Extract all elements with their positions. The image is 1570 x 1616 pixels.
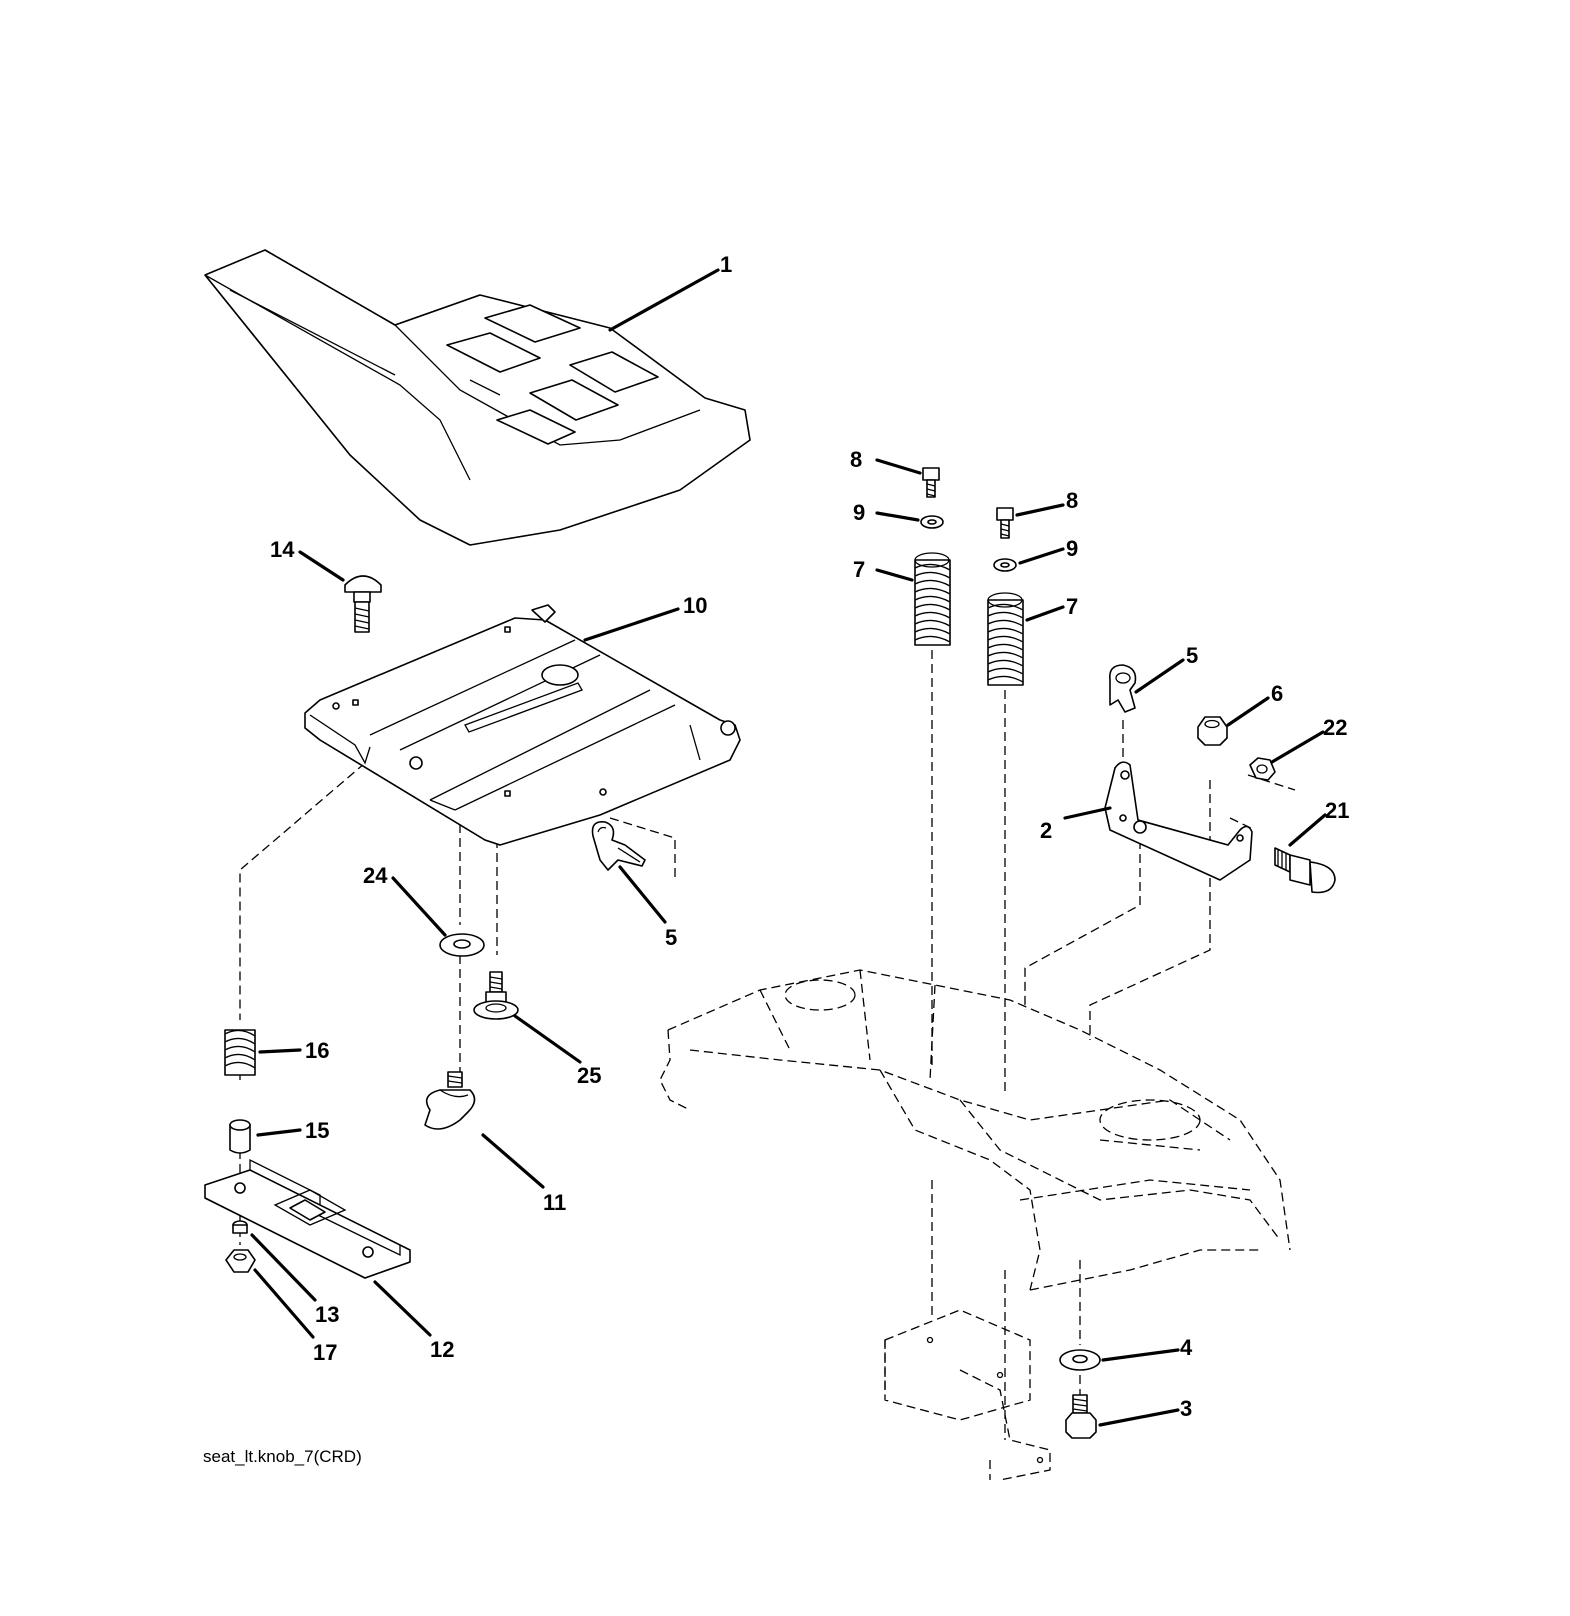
callout-2: 2	[1040, 818, 1052, 843]
hex-bolt-right	[996, 507, 1014, 539]
hex-bolt-bottom	[1065, 1394, 1097, 1439]
callout-21: 21	[1325, 798, 1349, 823]
callout-9-left: 9	[853, 500, 865, 525]
callout-14: 14	[270, 537, 295, 562]
wire-clip-left	[591, 820, 646, 871]
callout-4: 4	[1180, 1335, 1193, 1360]
callout-8-left: 8	[850, 447, 862, 472]
slide-plate	[204, 1158, 411, 1279]
callout-15: 15	[305, 1118, 329, 1143]
seat-spring-right	[987, 592, 1024, 686]
callout-3: 3	[1180, 1396, 1192, 1421]
callout-17: 17	[313, 1340, 337, 1365]
shoulder-bolt	[473, 971, 519, 1020]
flange-nut	[1249, 757, 1276, 781]
lower-mount-bracket-outline	[884, 1309, 1051, 1481]
hex-nut-left	[225, 1249, 256, 1273]
washer-right-column	[993, 558, 1017, 572]
callout-5-left: 5	[665, 925, 677, 950]
seat-adjust-knob	[424, 1071, 476, 1130]
callout-22: 22	[1323, 715, 1347, 740]
chassis-fender-outline	[659, 969, 1291, 1291]
carriage-bolt	[344, 575, 382, 633]
callout-1: 1	[720, 252, 732, 277]
callout-9-right: 9	[1066, 536, 1078, 561]
wire-clip-right	[1108, 664, 1137, 713]
leader-lines	[250, 268, 1327, 1427]
washer-left-column	[920, 515, 944, 529]
seat	[204, 249, 751, 546]
flange-bolt	[1274, 847, 1336, 894]
callout-11: 11	[543, 1190, 566, 1215]
hex-nut-right	[1197, 716, 1228, 746]
callout-8-right: 8	[1066, 488, 1078, 513]
seat-pan	[304, 604, 741, 846]
diagram-caption: seat_lt.knob_7(CRD)	[203, 1447, 362, 1466]
callout-25: 25	[577, 1063, 601, 1088]
callout-6: 6	[1271, 681, 1283, 706]
flat-washer-right	[1059, 1349, 1101, 1371]
lock-washer	[232, 1220, 248, 1234]
callout-13: 13	[315, 1302, 339, 1327]
callout-7-left: 7	[853, 557, 865, 582]
callout-16: 16	[305, 1038, 329, 1063]
callout-5-right: 5	[1186, 643, 1198, 668]
callout-12: 12	[430, 1337, 454, 1362]
compression-spring-left	[224, 1029, 256, 1076]
flat-washer-left	[439, 933, 485, 957]
spacer	[229, 1119, 251, 1154]
hex-bolt-left	[922, 467, 940, 498]
callout-7-right: 7	[1066, 594, 1078, 619]
callout-10: 10	[683, 593, 707, 618]
seat-spring-left	[914, 552, 951, 646]
callout-24: 24	[363, 863, 388, 888]
seat-switch-bracket	[1104, 761, 1253, 881]
callout-labels: 1 14 10 24 5 25 16 15 11 13 17 12 8 9 7 …	[270, 252, 1349, 1421]
